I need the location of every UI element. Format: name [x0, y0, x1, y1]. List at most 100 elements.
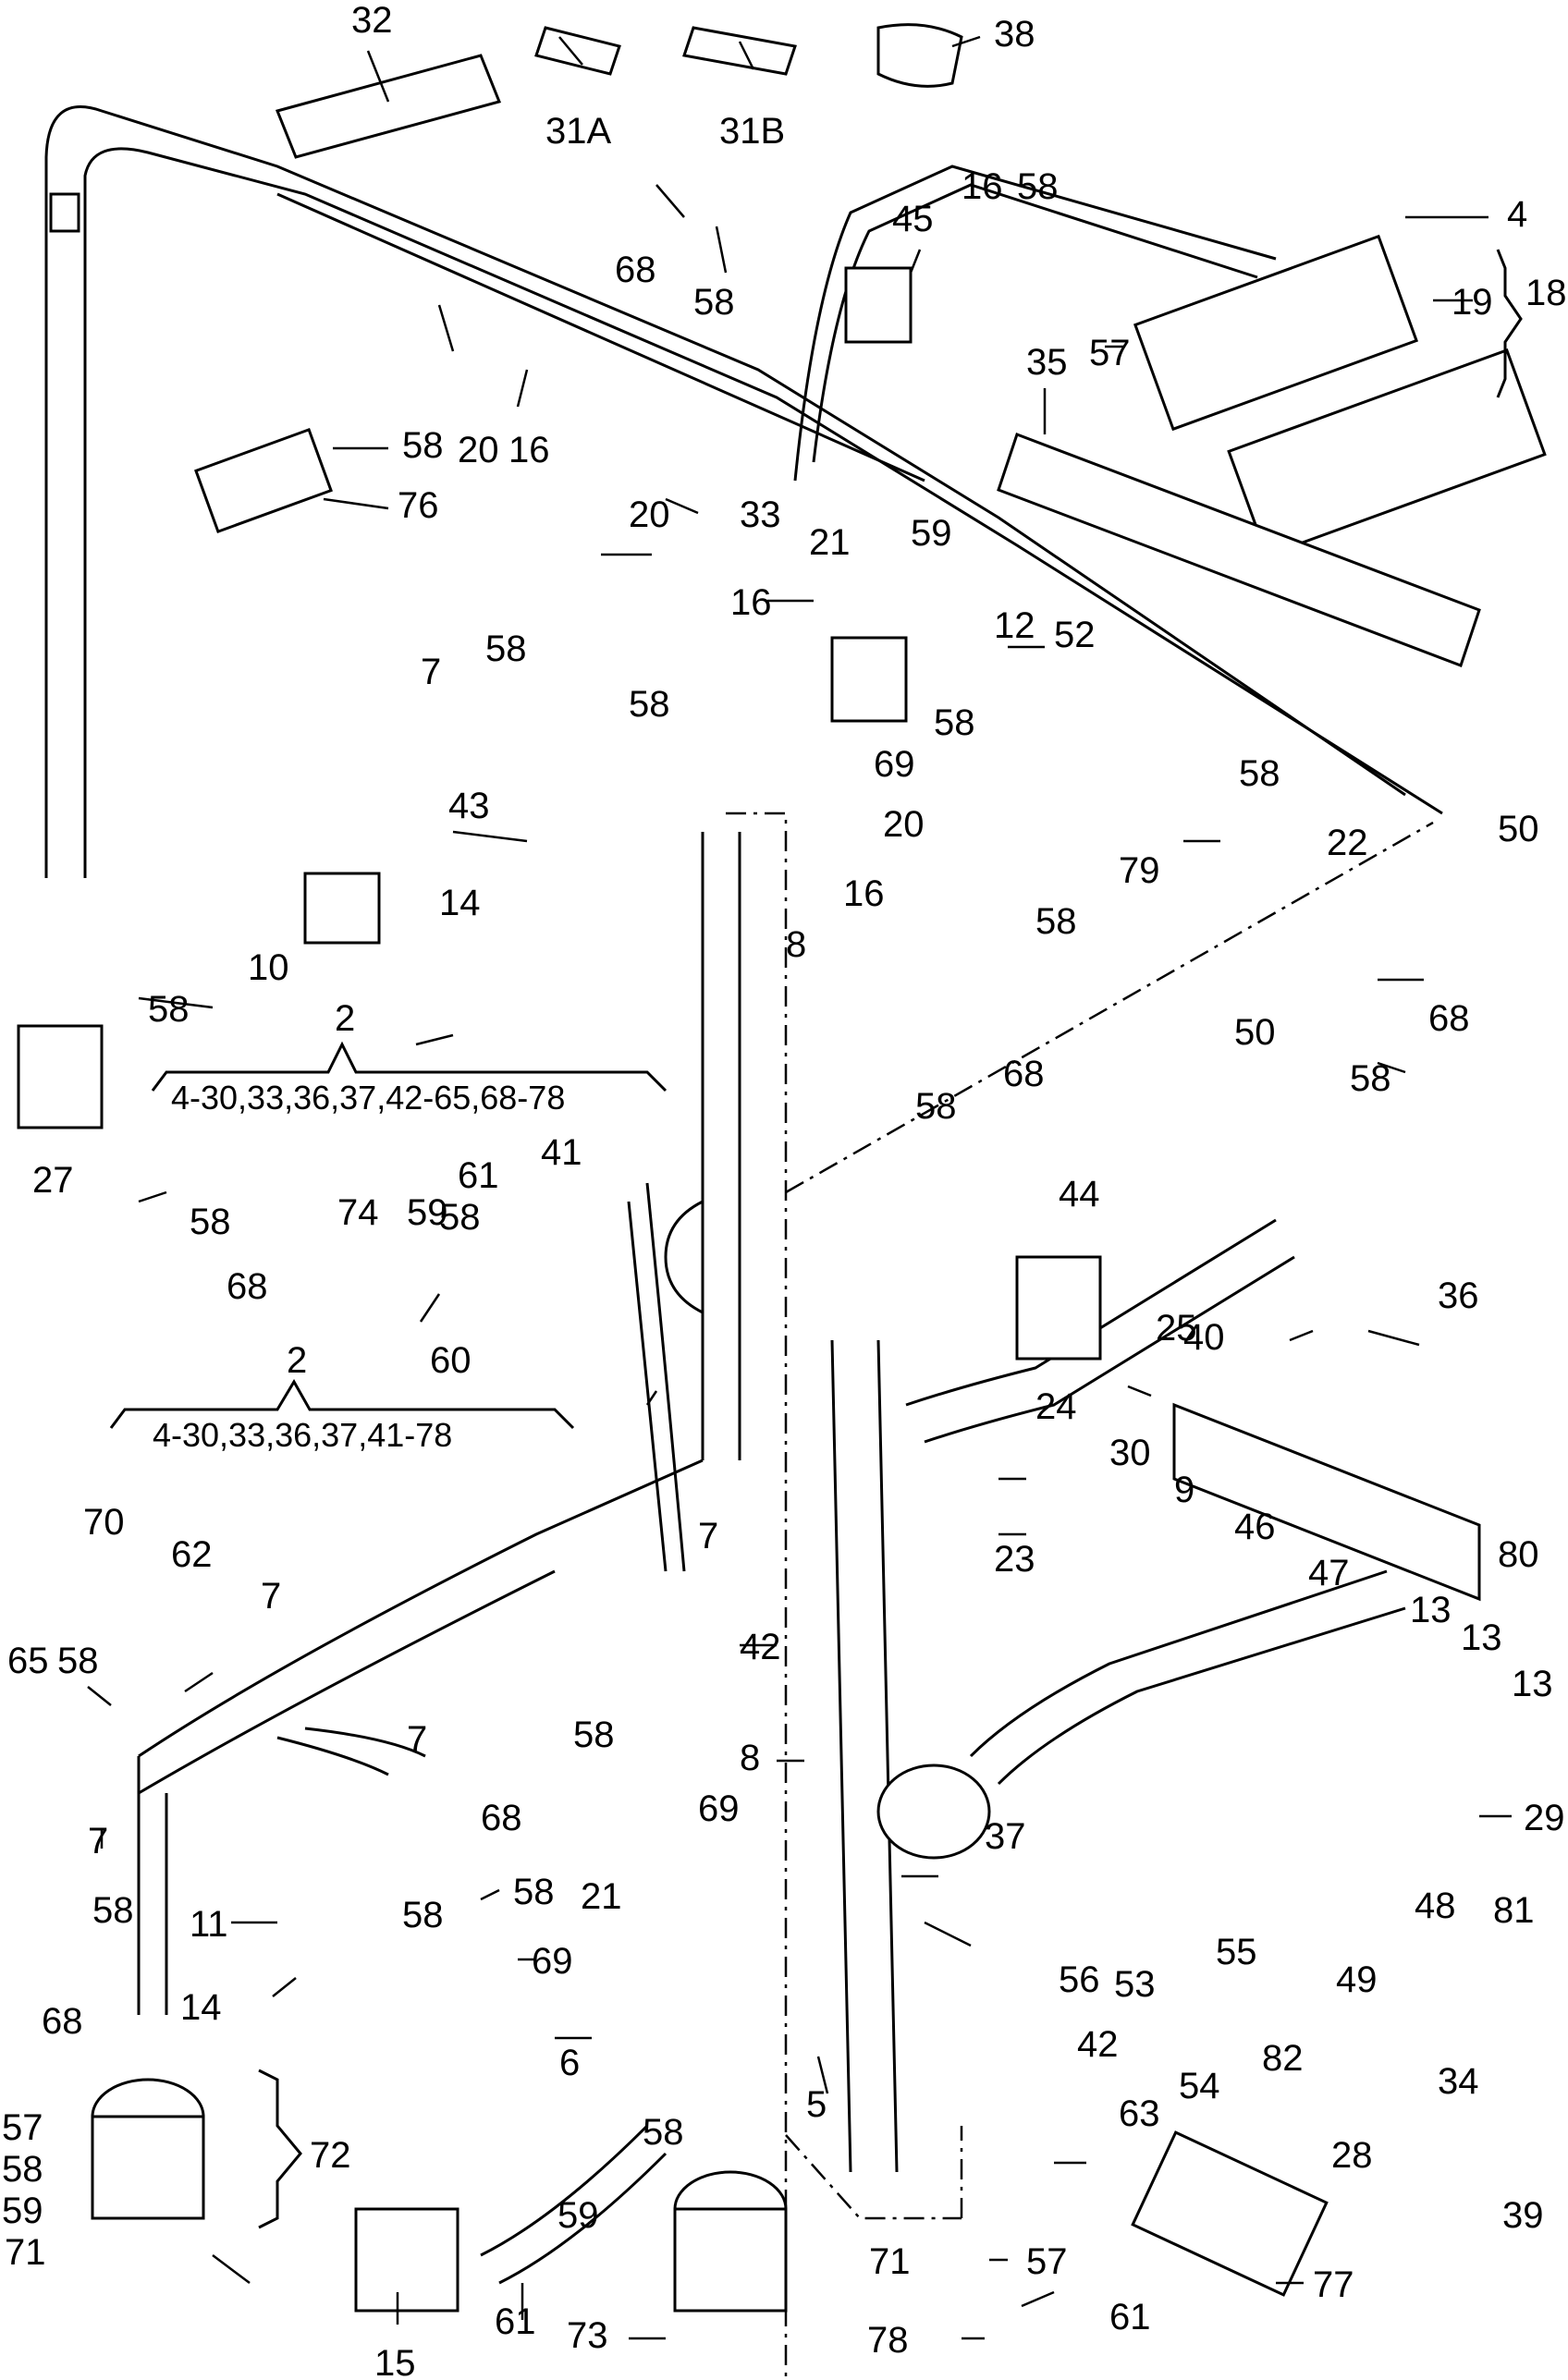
callout-82: 82 — [1262, 2038, 1304, 2079]
callout-40: 40 — [1183, 1317, 1225, 1358]
callout-79: 79 — [1119, 850, 1160, 891]
callout-30: 30 — [1109, 1433, 1151, 1473]
callout-7-e: 7 — [88, 1821, 108, 1861]
callout-7-a: 7 — [421, 652, 441, 692]
callout-20-c: 20 — [883, 804, 925, 845]
callout-29: 29 — [1524, 1798, 1565, 1838]
callout-57-top: 57 — [1089, 333, 1131, 373]
callout-range-2b: 4-30,33,36,37,41-78 — [153, 1416, 452, 1454]
callout-68-f: 68 — [42, 2001, 83, 2042]
callout-39: 39 — [1502, 2195, 1544, 2236]
callout-80: 80 — [1498, 1534, 1539, 1575]
callout-49: 49 — [1336, 1959, 1378, 2000]
callout-42-b: 42 — [1077, 2024, 1119, 2065]
callout-37: 37 — [985, 1816, 1026, 1857]
callout-65: 65 — [7, 1641, 49, 1681]
callout-68-d: 68 — [227, 1266, 268, 1307]
callout-34: 34 — [1438, 2061, 1479, 2102]
callout-57-c: 57 — [1026, 2241, 1068, 2282]
callout-71-a: 71 — [5, 2232, 46, 2273]
callout-23: 23 — [994, 1539, 1035, 1580]
callout-61-b: 61 — [1109, 2297, 1151, 2337]
callout-6: 6 — [559, 2043, 580, 2083]
callout-53: 53 — [1114, 1964, 1156, 2005]
callout-58-p: 58 — [92, 1890, 134, 1931]
callout-58-o: 58 — [513, 1872, 555, 1912]
callout-54: 54 — [1179, 2066, 1220, 2106]
callout-58-f: 58 — [934, 702, 975, 743]
group-outlines — [726, 812, 1434, 2380]
callout-2-b: 2 — [287, 1340, 307, 1381]
callout-7-c: 7 — [261, 1576, 281, 1617]
callout-19: 19 — [1452, 282, 1493, 323]
callout-25: 25 — [1156, 1308, 1197, 1349]
callout-58-s: 58 — [402, 1895, 444, 1935]
range-brackets — [109, 249, 1523, 2229]
callout-59-d: 59 — [557, 2195, 599, 2236]
callout-62: 62 — [171, 1534, 213, 1575]
callout-21-a: 21 — [809, 522, 851, 563]
callout-44: 44 — [1059, 1174, 1100, 1214]
callout-61-a: 61 — [458, 1155, 499, 1196]
callout-7-d: 7 — [407, 1719, 427, 1760]
callout-13-a: 13 — [1410, 1590, 1452, 1630]
callout-31b: 31B — [719, 111, 785, 152]
callout-15: 15 — [374, 2343, 416, 2380]
callout-73: 73 — [567, 2315, 608, 2356]
callout-8-b: 8 — [740, 1738, 760, 1778]
callout-69-a: 69 — [874, 744, 915, 785]
callout-59-c: 59 — [2, 2191, 43, 2231]
callout-74: 74 — [337, 1192, 379, 1233]
callout-60: 60 — [430, 1340, 472, 1381]
callout-28: 28 — [1331, 2135, 1373, 2176]
callout-69-b: 69 — [698, 1788, 740, 1829]
callout-range-2a: 4-30,33,36,37,42-65,68-78 — [171, 1079, 565, 1117]
callout-13-b: 13 — [1461, 1617, 1502, 1658]
callout-58-l: 58 — [190, 1202, 231, 1242]
callout-58-c: 58 — [402, 425, 444, 466]
callout-14-b: 14 — [180, 1987, 222, 2028]
callout-70: 70 — [83, 1502, 125, 1543]
callout-58-d: 58 — [485, 629, 527, 669]
callout-77: 77 — [1313, 2264, 1354, 2305]
callout-63: 63 — [1119, 2093, 1160, 2134]
callout-16-b: 16 — [508, 430, 550, 470]
callout-21-b: 21 — [581, 1876, 622, 1917]
callout-58-r: 58 — [643, 2112, 684, 2153]
callout-58-b: 58 — [693, 282, 735, 323]
callout-32: 32 — [351, 0, 393, 41]
callout-68-e: 68 — [481, 1798, 522, 1838]
callout-76: 76 — [398, 485, 439, 526]
callout-41: 41 — [541, 1132, 582, 1173]
callout-11: 11 — [190, 1904, 228, 1945]
callout-8-a: 8 — [786, 924, 806, 965]
callout-22: 22 — [1327, 823, 1368, 863]
callout-58-g: 58 — [1239, 753, 1280, 794]
callout-35: 35 — [1026, 342, 1068, 383]
callout-10: 10 — [248, 947, 289, 988]
callout-42-a: 42 — [740, 1627, 781, 1667]
callout-12: 12 — [994, 605, 1035, 646]
callout-16-c: 16 — [730, 582, 772, 623]
callout-58-t: 58 — [439, 1197, 481, 1238]
callout-58-i: 58 — [148, 989, 190, 1030]
callout-81: 81 — [1493, 1890, 1535, 1931]
callout-4: 4 — [1507, 194, 1527, 235]
callout-20-a: 20 — [458, 430, 499, 470]
callout-7-b: 7 — [698, 1516, 718, 1556]
callout-55: 55 — [1216, 1932, 1257, 1972]
callout-78: 78 — [867, 2320, 909, 2361]
callout-5: 5 — [806, 2084, 827, 2125]
callout-58-j: 58 — [1350, 1058, 1391, 1099]
callout-58-k: 58 — [915, 1086, 957, 1127]
callout-33: 33 — [740, 494, 781, 535]
callout-31a: 31A — [545, 111, 611, 152]
callout-20-b: 20 — [629, 494, 670, 535]
callout-47: 47 — [1308, 1553, 1350, 1593]
callout-50-b: 50 — [1234, 1012, 1276, 1053]
harness-trunks — [44, 105, 1443, 2285]
callout-46: 46 — [1234, 1507, 1276, 1547]
callout-68-b: 68 — [1428, 998, 1470, 1039]
callout-48: 48 — [1415, 1886, 1456, 1926]
